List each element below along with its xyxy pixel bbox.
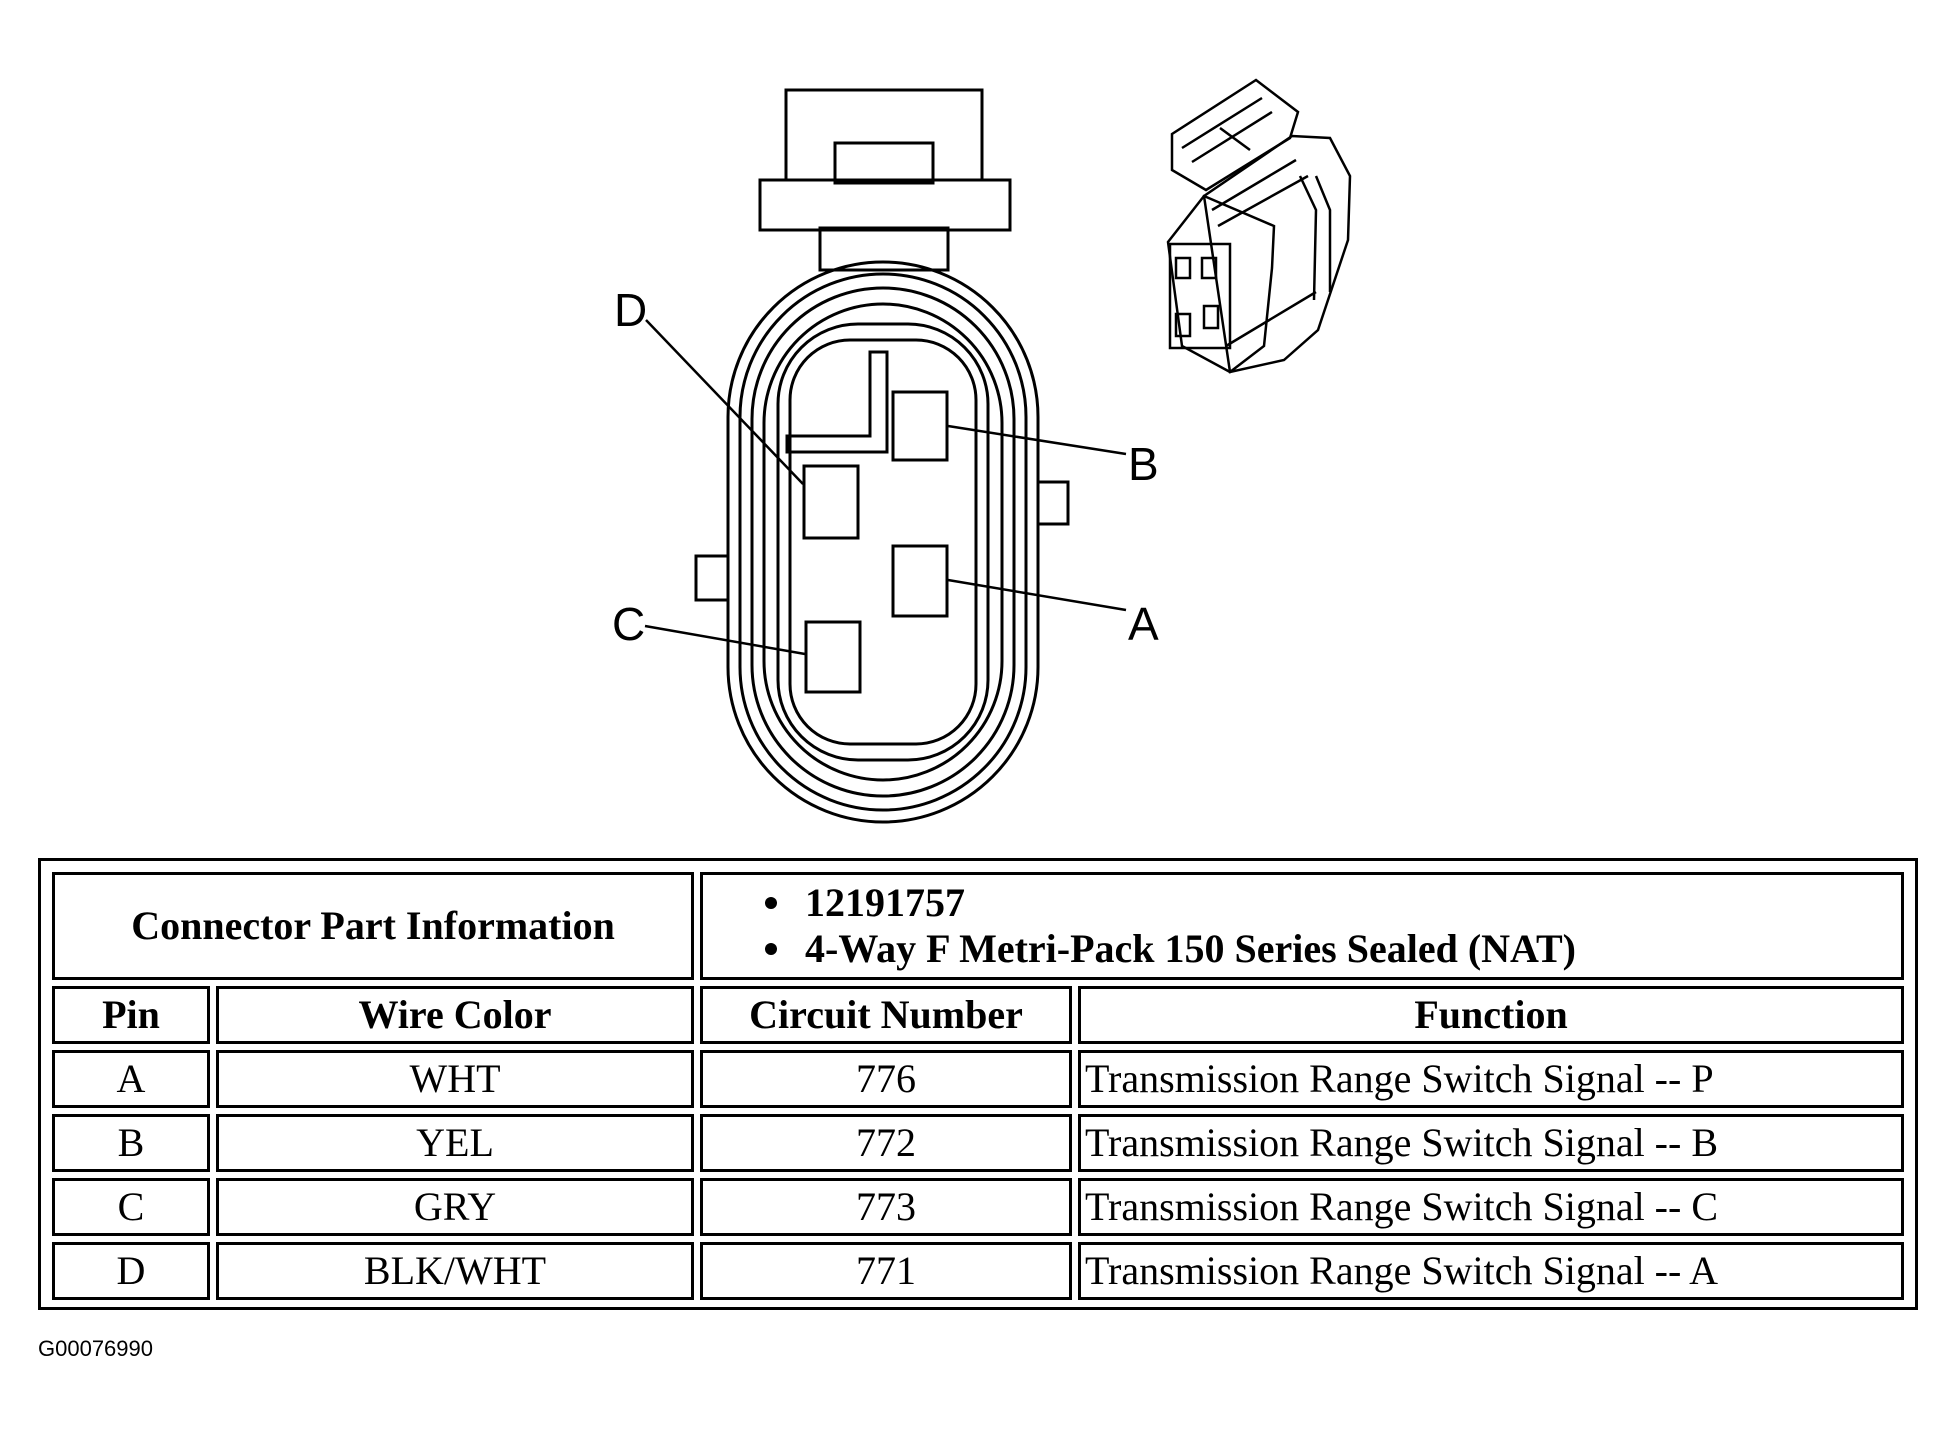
table-row: C GRY 773 Transmission Range Switch Sign… [52, 1178, 1904, 1236]
terminal-d [802, 464, 860, 540]
connector-part-info-label: Connector Part Information [52, 872, 695, 980]
leader-a [947, 578, 1127, 612]
table-row: D BLK/WHT 771 Transmission Range Switch … [52, 1242, 1904, 1300]
cell-wire-color: YEL [216, 1114, 695, 1172]
side-tab-left [694, 554, 730, 602]
connector-latch [758, 88, 1012, 272]
connector-table: Connector Part Information 12191757 4-Wa… [38, 858, 1918, 1310]
pin-label-c: C [612, 598, 645, 650]
terminal-a [891, 544, 949, 618]
cell-circuit-number: 772 [700, 1114, 1073, 1172]
info-item: 4-Way F Metri-Pack 150 Series Sealed (NA… [765, 926, 1895, 972]
connector-perspective-icon [1166, 78, 1352, 374]
figure-id: G00076990 [38, 1336, 153, 1361]
info-item: 12191757 [765, 880, 1895, 926]
cell-pin: B [52, 1114, 210, 1172]
cell-function: Transmission Range Switch Signal -- B [1078, 1114, 1904, 1172]
connector-description: 4-Way F Metri-Pack 150 Series Sealed (NA… [805, 926, 1576, 971]
bullet-icon [765, 943, 778, 955]
leader-b [947, 424, 1127, 456]
connector-diagram: D B A C [612, 78, 1352, 824]
leader-c [644, 624, 806, 656]
cell-pin: C [52, 1178, 210, 1236]
cell-wire-color: GRY [216, 1178, 695, 1236]
side-tab-right [1036, 480, 1070, 526]
pin-label-a: A [1128, 598, 1159, 650]
terminal-c [804, 620, 862, 694]
table-row: A WHT 776 Transmission Range Switch Sign… [52, 1050, 1904, 1108]
cell-pin: D [52, 1242, 210, 1300]
cell-pin: A [52, 1050, 210, 1108]
cell-circuit-number: 773 [700, 1178, 1073, 1236]
terminal-b [891, 390, 949, 462]
cell-function: Transmission Range Switch Signal -- A [1078, 1242, 1904, 1300]
bullet-icon [765, 897, 778, 909]
cell-circuit-number: 776 [700, 1050, 1073, 1108]
header-function: Function [1078, 986, 1904, 1044]
cell-circuit-number: 771 [700, 1242, 1073, 1300]
header-circuit-number: Circuit Number [700, 986, 1073, 1044]
header-wire-color: Wire Color [216, 986, 695, 1044]
cell-function: Transmission Range Switch Signal -- C [1078, 1178, 1904, 1236]
pin-label-d: D [614, 284, 647, 336]
table-row: B YEL 772 Transmission Range Switch Sign… [52, 1114, 1904, 1172]
cell-wire-color: WHT [216, 1050, 695, 1108]
connector-part-info-list: 12191757 4-Way F Metri-Pack 150 Series S… [700, 872, 1904, 980]
connector-body [726, 260, 1040, 824]
cell-wire-color: BLK/WHT [216, 1242, 695, 1300]
pin-label-b: B [1128, 438, 1159, 490]
part-number: 12191757 [805, 880, 966, 925]
table-header-row: Pin Wire Color Circuit Number Function [52, 986, 1904, 1044]
key-block [785, 350, 889, 454]
leader-d [645, 319, 804, 485]
cell-function: Transmission Range Switch Signal -- P [1078, 1050, 1904, 1108]
header-pin: Pin [52, 986, 210, 1044]
